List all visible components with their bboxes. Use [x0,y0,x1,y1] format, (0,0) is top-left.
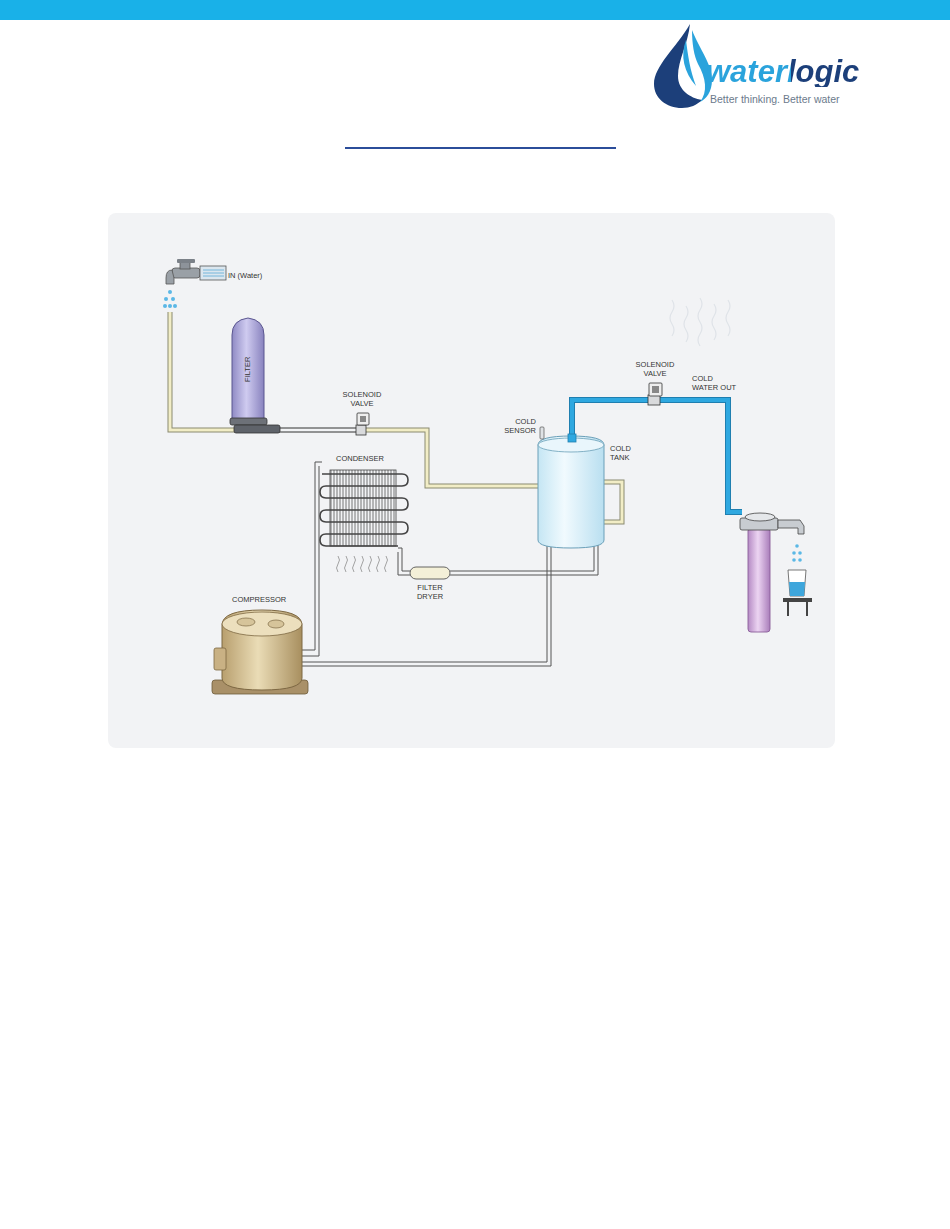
inlet-filter [230,318,280,433]
part-label: COMPRESSOR [232,596,302,605]
glass [783,570,812,616]
solenoid-valve [648,383,662,405]
logo-wordmark: waterlogic [706,56,876,87]
compressor [212,610,308,694]
water-drops [792,544,802,562]
part-label: SOLENOID VALVE [339,391,385,408]
part-label: COLD WATER OUT [692,375,738,392]
diagram-panel [108,213,835,748]
logo-drop [654,24,712,108]
top-bar [0,0,950,20]
part-label: IN (Water) [228,272,278,281]
filter-dryer [410,567,450,579]
cold-tank [538,427,604,548]
water-drops [163,290,177,308]
part-label: FILTER [244,339,253,399]
part-label: SOLENOID VALVE [632,361,678,378]
solenoid-valve [356,413,369,435]
part-label: COLD SENSOR [500,418,536,435]
tap [166,259,226,284]
cold-vapour [670,298,730,346]
part-label: FILTER DRYER [410,584,450,601]
title-underline [345,147,616,149]
filter-outlet-pipe [278,428,356,432]
part-label: COLD TANK [610,445,640,462]
condenser [320,470,408,572]
logo-tagline: Better thinking. Better water [710,93,880,105]
part-label: CONDENSER [336,455,396,464]
